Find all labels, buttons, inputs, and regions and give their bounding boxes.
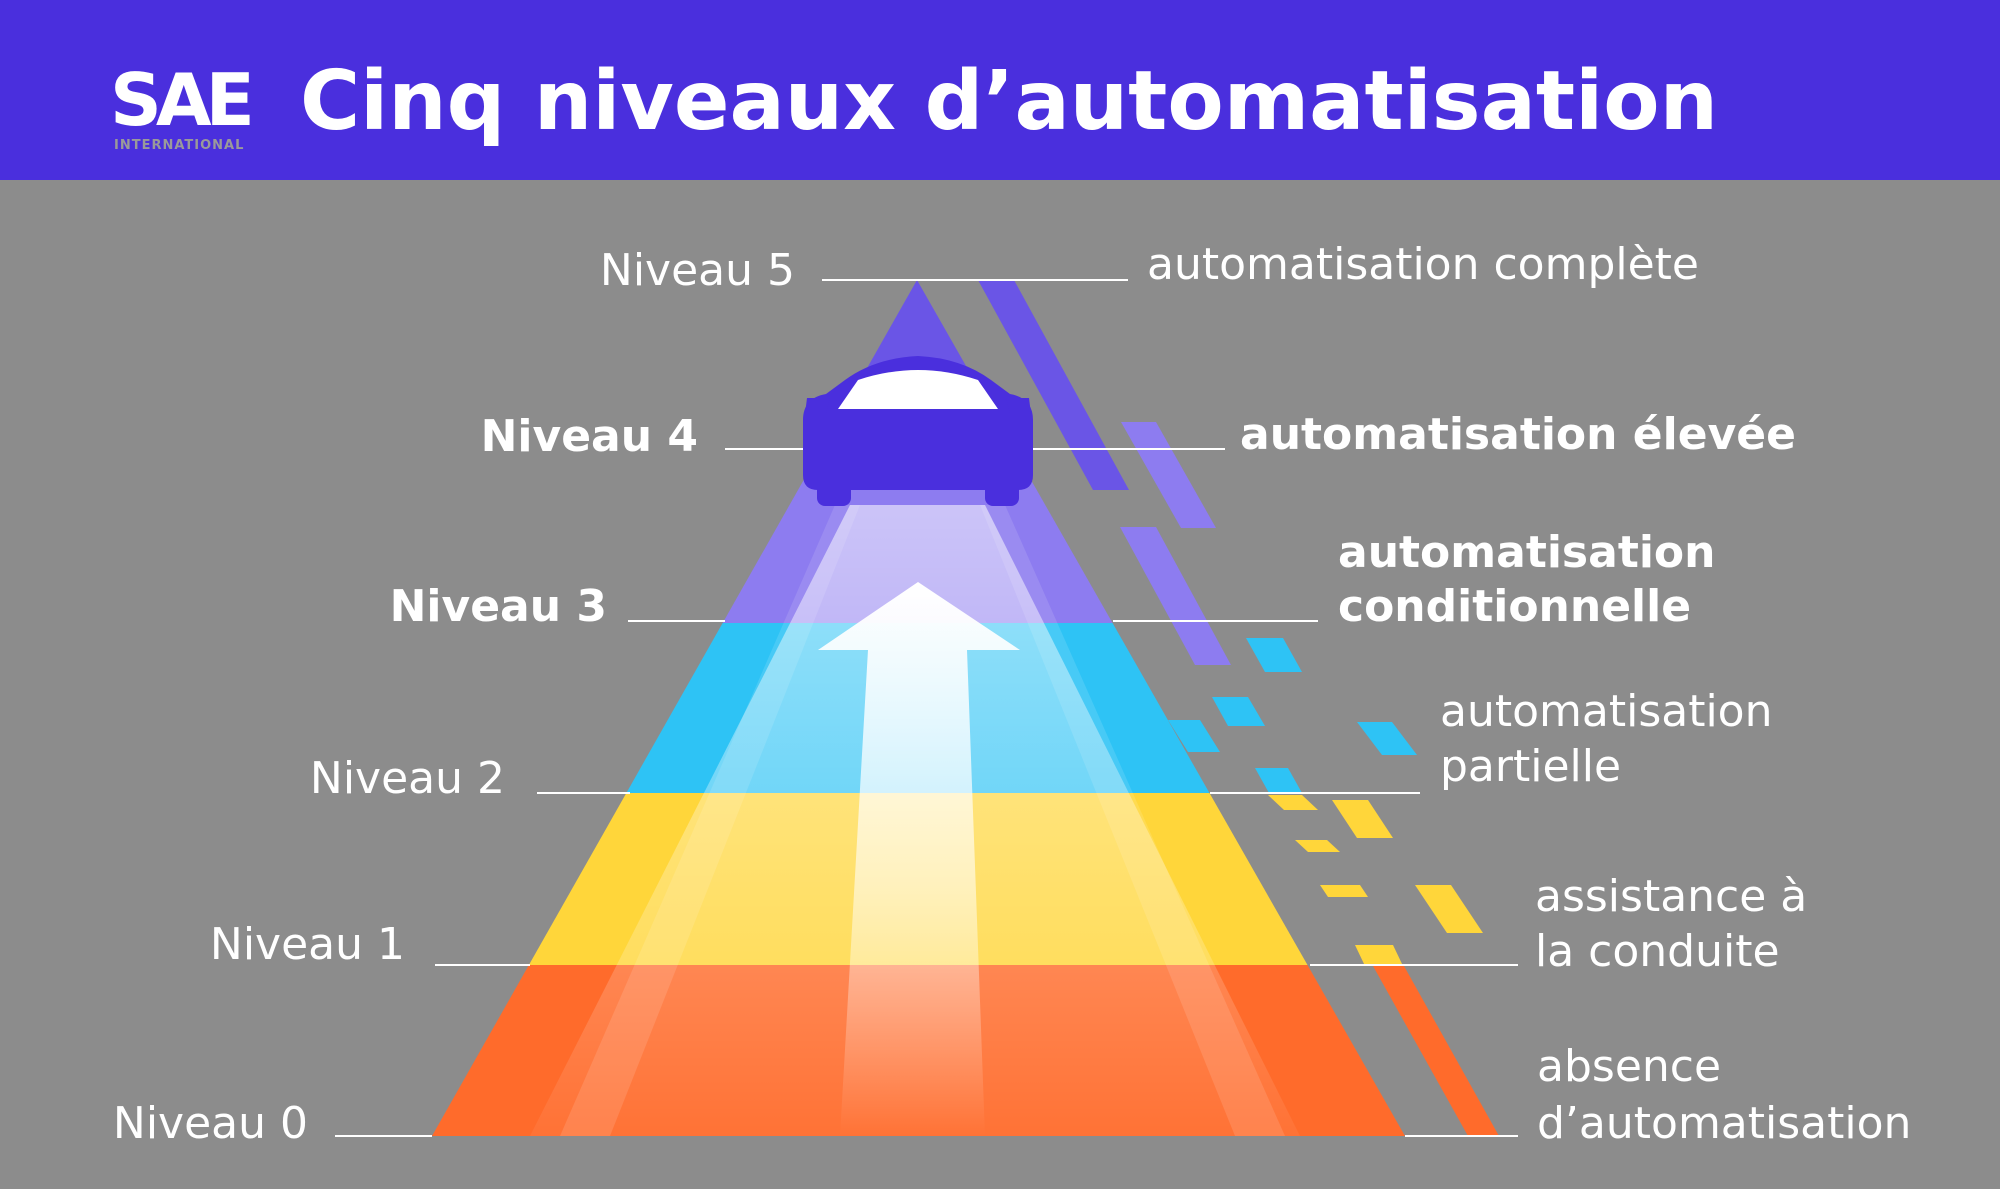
stripe bbox=[1332, 800, 1393, 838]
stripe bbox=[1268, 795, 1318, 810]
car-mirror-left bbox=[805, 398, 830, 414]
car-icon bbox=[803, 356, 1033, 506]
stripe bbox=[1212, 697, 1265, 726]
sae-logo: SAE INTERNATIONAL bbox=[110, 60, 260, 160]
level-label-5: Niveau 5 bbox=[599, 245, 795, 296]
level-2-description-line-2: partielle bbox=[1440, 741, 1622, 792]
stripe bbox=[1415, 885, 1483, 933]
level-2-description-line-1: automatisation bbox=[1440, 686, 1773, 737]
level-label-1: Niveau 1 bbox=[209, 919, 405, 970]
stripe bbox=[1255, 768, 1302, 793]
stripe bbox=[1357, 722, 1417, 755]
level-label-3: Niveau 3 bbox=[389, 581, 607, 632]
page-title: Cinq niveaux d’automatisation bbox=[300, 54, 1718, 149]
stripe bbox=[978, 280, 1129, 490]
level-label-4: Niveau 4 bbox=[480, 411, 698, 462]
beam-right-streak bbox=[980, 505, 1285, 1136]
header-bar: SAE INTERNATIONAL Cinq niveaux d’automat… bbox=[0, 0, 2000, 180]
stripe bbox=[1355, 945, 1403, 966]
level-label-2: Niveau 2 bbox=[309, 753, 505, 804]
leader-lines bbox=[335, 279, 1518, 1137]
beam-left-streak bbox=[560, 505, 860, 1136]
level-0-description-line-2: d’automatisation bbox=[1537, 1098, 1912, 1149]
level-1-description-line-2: la conduite bbox=[1535, 926, 1780, 977]
level-1-description-line-1: assistance à bbox=[1535, 871, 1808, 922]
road-stripes bbox=[978, 280, 1499, 1136]
stripe bbox=[1121, 422, 1216, 528]
car-mirror-right bbox=[1006, 398, 1031, 414]
stripe bbox=[1168, 720, 1220, 752]
car-windshield bbox=[838, 370, 998, 409]
stripe bbox=[1120, 527, 1231, 665]
level-5-description: automatisation complète bbox=[1147, 239, 1699, 290]
logo-subtitle: INTERNATIONAL bbox=[114, 138, 245, 153]
level-4-description: automatisation élevée bbox=[1240, 409, 1796, 460]
level-label-0: Niveau 0 bbox=[112, 1098, 308, 1149]
stripe bbox=[1320, 885, 1368, 897]
level-3-description-line-1: automatisation bbox=[1338, 527, 1716, 578]
stripe bbox=[1295, 840, 1340, 852]
level-0-description-line-1: absence bbox=[1537, 1041, 1722, 1092]
level-3-description-line-2: conditionnelle bbox=[1338, 581, 1692, 632]
up-arrow-icon bbox=[818, 582, 1020, 1136]
stripe bbox=[1373, 966, 1499, 1136]
stripe bbox=[1246, 638, 1302, 672]
logo-brand: SAE bbox=[110, 58, 255, 142]
